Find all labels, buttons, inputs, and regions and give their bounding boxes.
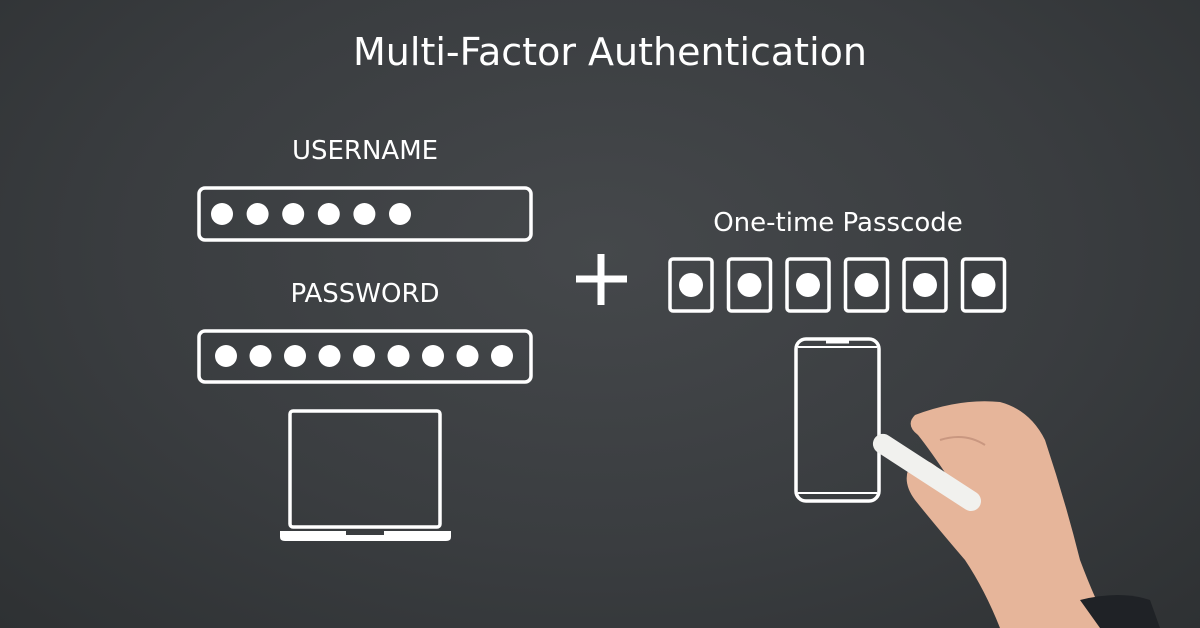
- page-title: Multi-Factor Authentication: [353, 30, 867, 74]
- otp-digit-box: [843, 257, 890, 313]
- otp-boxes: [668, 257, 1007, 313]
- masked-char-dot: [353, 345, 375, 367]
- otp-digit-dot: [796, 273, 820, 297]
- masked-char-dot: [353, 203, 376, 225]
- otp-digit-box: [785, 257, 831, 313]
- otp-digit-dot: [971, 273, 996, 297]
- masked-char-dot: [456, 345, 479, 367]
- masked-char-dot: [249, 345, 272, 367]
- plus-icon: [576, 254, 627, 305]
- otp-digit-dot: [679, 273, 703, 297]
- laptop-icon: [280, 409, 451, 541]
- masked-char-dot: [389, 203, 411, 225]
- hand-holding-chalk: [872, 401, 1160, 628]
- masked-char-dot: [317, 203, 340, 225]
- otp-label: One-time Passcode: [713, 208, 963, 238]
- masked-char-dot: [318, 345, 341, 367]
- masked-char-dot: [422, 345, 444, 367]
- masked-char-dot: [246, 203, 269, 225]
- password-field: [197, 329, 533, 384]
- password-label: PASSWORD: [290, 279, 440, 309]
- masked-char-dot: [211, 203, 233, 225]
- username-field: [197, 186, 533, 242]
- otp-digit-dot: [913, 273, 937, 297]
- masked-char-dot: [215, 345, 237, 367]
- otp-digit-box: [668, 257, 714, 313]
- masked-char-dot: [282, 203, 305, 225]
- masked-char-dot: [387, 345, 410, 367]
- smartphone-icon: [794, 337, 881, 503]
- otp-digit-box: [726, 257, 773, 313]
- otp-digit-box: [960, 257, 1007, 313]
- masked-char-dot: [284, 345, 306, 367]
- otp-digit-box: [902, 257, 948, 313]
- otp-digit-dot: [854, 273, 879, 297]
- masked-char-dot: [491, 345, 513, 367]
- otp-digit-dot: [737, 273, 762, 297]
- username-label: USERNAME: [291, 136, 439, 166]
